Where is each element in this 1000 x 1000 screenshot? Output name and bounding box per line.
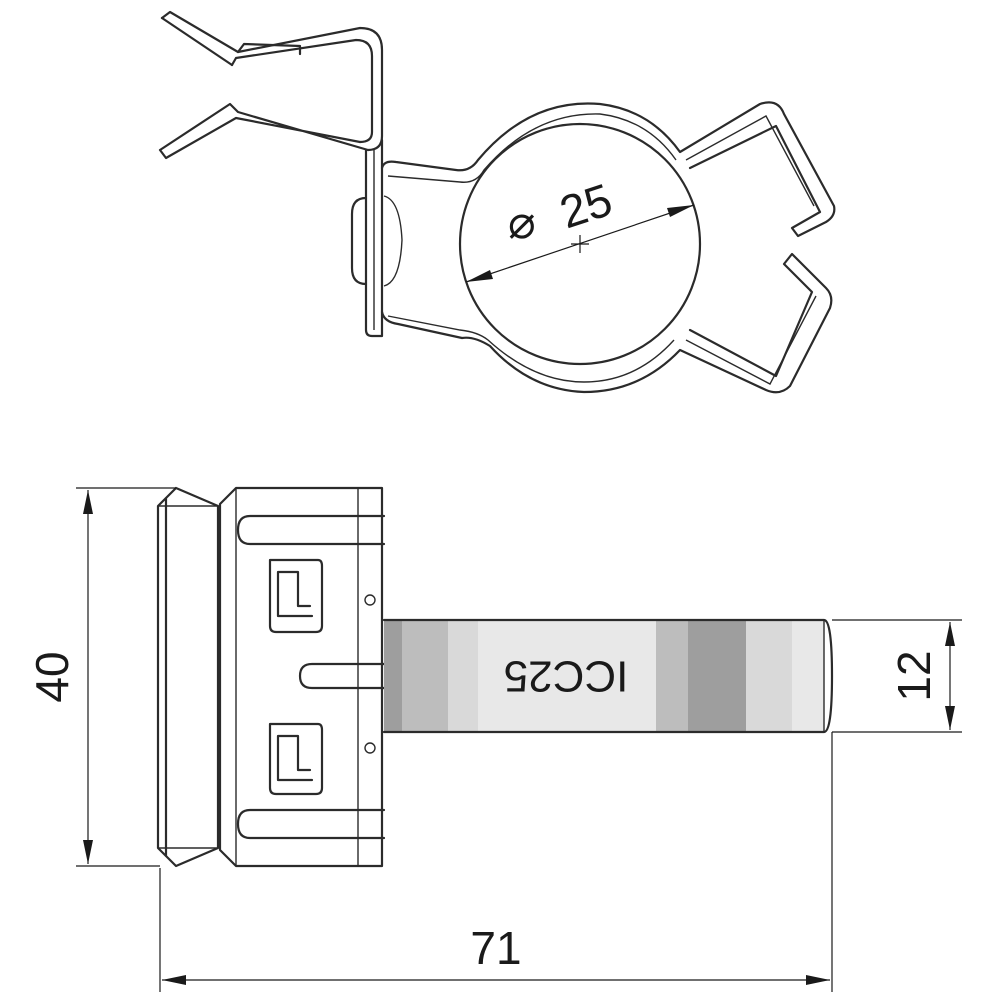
side-view: ICC25 40 12 71 xyxy=(26,486,962,992)
clip-upper-arm xyxy=(160,10,384,152)
slot-middle xyxy=(298,662,386,690)
clip-bump xyxy=(350,196,368,286)
tube-band-5 xyxy=(656,620,688,732)
clip-plate xyxy=(364,138,384,338)
latch-window-upper xyxy=(268,558,324,634)
tube-band-8 xyxy=(792,620,824,732)
top-view: ⌀ 25 xyxy=(158,10,836,394)
tube-outline xyxy=(382,618,834,734)
clip-side-profile xyxy=(156,486,220,868)
tube-band-2 xyxy=(402,620,448,732)
holder-inner xyxy=(387,113,677,383)
latch-window-lower xyxy=(268,722,324,796)
tube-side: ICC25 xyxy=(382,618,834,734)
height-arrow-bottom xyxy=(83,840,93,864)
body-block-edge xyxy=(235,488,359,866)
length-extension-lines xyxy=(159,732,833,992)
tube-circle xyxy=(458,122,702,366)
tube-band-7 xyxy=(746,620,792,732)
diameter-value: 25 xyxy=(553,173,618,238)
tube-height-extension-lines xyxy=(832,619,962,733)
clip-side-profile-inner xyxy=(158,505,218,849)
diameter-arrow-left xyxy=(466,270,493,282)
tube-band-1 xyxy=(384,620,402,732)
slot-top xyxy=(236,514,386,546)
length-value: 71 xyxy=(470,922,521,974)
height-arrow-top xyxy=(83,490,93,514)
tube-band-3 xyxy=(448,620,478,732)
holder-arm-inner xyxy=(685,115,817,385)
tube-height-arrow-bottom xyxy=(945,706,955,730)
tube-height-arrow-top xyxy=(945,622,955,646)
holder-outline xyxy=(380,101,836,394)
clip-upper-arm-outline xyxy=(160,16,302,67)
tube-height-value: 12 xyxy=(888,650,940,701)
slot-bottom xyxy=(236,808,386,840)
length-arrow-right xyxy=(806,975,830,985)
ce-mark-lower xyxy=(364,742,376,754)
clip-lower-arm xyxy=(158,102,370,160)
diameter-arrow-right xyxy=(667,205,694,217)
tube-band-6 xyxy=(688,620,746,732)
tube-band-4 xyxy=(478,620,656,732)
center-mark xyxy=(571,235,589,253)
length-arrow-left xyxy=(162,975,186,985)
clip-bump-inner xyxy=(383,195,403,287)
part-marking: ICC25 xyxy=(504,652,629,701)
diameter-symbol: ⌀ xyxy=(508,196,536,248)
height-value: 40 xyxy=(26,651,78,702)
ce-mark-upper xyxy=(364,594,376,606)
height-extension-lines xyxy=(76,487,176,867)
